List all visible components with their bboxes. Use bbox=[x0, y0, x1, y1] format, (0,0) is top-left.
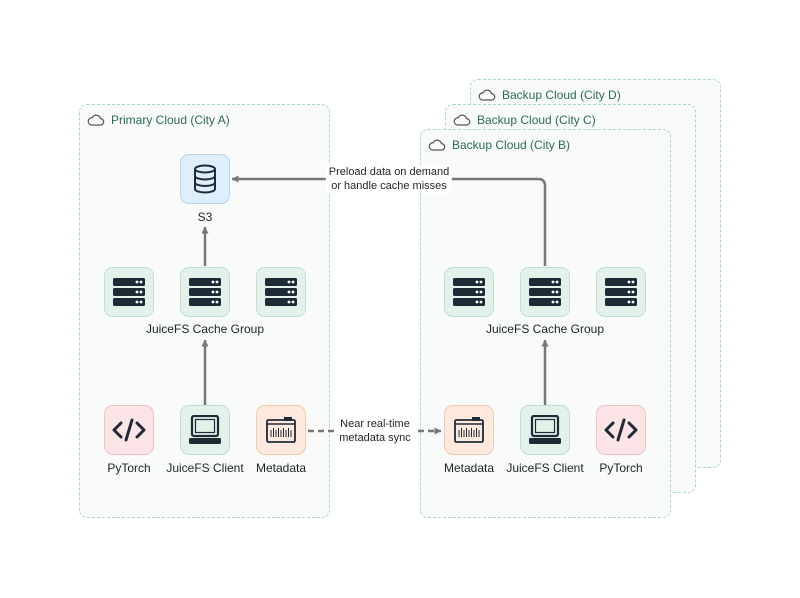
backup-cloud-city-b-label: Backup Cloud (City B) bbox=[452, 138, 571, 152]
sync-note: Near real-time metadata sync bbox=[336, 417, 414, 445]
server-rack-icon bbox=[113, 278, 145, 306]
backup-client-label: JuiceFS Client bbox=[506, 461, 584, 475]
backup-cache-node-1 bbox=[444, 267, 494, 317]
primary-metadata-node bbox=[256, 405, 306, 455]
backup-metadata-label: Metadata bbox=[443, 461, 495, 475]
backup-cache-group-label: JuiceFS Cache Group bbox=[485, 322, 605, 336]
database-icon bbox=[194, 164, 216, 194]
backup-pytorch-node bbox=[596, 405, 646, 455]
server-rack-icon bbox=[529, 278, 561, 306]
server-rack-icon bbox=[189, 278, 221, 306]
cloud-icon bbox=[453, 114, 471, 126]
backup-metadata-node bbox=[444, 405, 494, 455]
computer-icon bbox=[189, 415, 221, 444]
sync-note-line1: Near real-time bbox=[340, 418, 410, 430]
primary-cache-group-label: JuiceFS Cache Group bbox=[145, 322, 265, 336]
cloud-icon bbox=[428, 139, 446, 151]
server-rack-icon bbox=[453, 278, 485, 306]
backup-pytorch-label: PyTorch bbox=[599, 461, 643, 475]
backup-cloud-city-c-label: Backup Cloud (City C) bbox=[477, 113, 596, 127]
cloud-icon bbox=[87, 114, 105, 126]
server-rack-icon bbox=[605, 278, 637, 306]
preload-note-line2: or handle cache misses bbox=[331, 180, 447, 192]
primary-client-node bbox=[180, 405, 230, 455]
s3-node bbox=[180, 154, 230, 204]
cloud-icon bbox=[478, 89, 496, 101]
primary-pytorch-node bbox=[104, 405, 154, 455]
primary-cache-node-2 bbox=[180, 267, 230, 317]
preload-note-line1: Preload data on demand bbox=[328, 166, 450, 178]
arrow-preload-to-s3 bbox=[231, 175, 547, 266]
primary-client-label: JuiceFS Client bbox=[166, 461, 244, 475]
primary-cache-node-1 bbox=[104, 267, 154, 317]
backup-cache-node-3 bbox=[596, 267, 646, 317]
sync-note-line2: metadata sync bbox=[339, 432, 411, 444]
backup-cloud-city-b-title: Backup Cloud (City B) bbox=[428, 138, 570, 152]
primary-cloud-title: Primary Cloud (City A) bbox=[87, 113, 230, 127]
primary-cloud-label: Primary Cloud (City A) bbox=[111, 113, 230, 127]
primary-metadata-label: Metadata bbox=[255, 461, 307, 475]
s3-label: S3 bbox=[197, 210, 213, 224]
computer-icon bbox=[529, 415, 561, 444]
code-icon bbox=[604, 418, 638, 442]
primary-pytorch-label: PyTorch bbox=[107, 461, 151, 475]
backup-cloud-city-d-title: Backup Cloud (City D) bbox=[478, 88, 621, 102]
server-rack-icon bbox=[265, 278, 297, 306]
primary-cache-node-3 bbox=[256, 267, 306, 317]
metadata-icon bbox=[266, 417, 296, 443]
metadata-icon bbox=[454, 417, 484, 443]
preload-note: Preload data on demand or handle cache m… bbox=[325, 165, 453, 193]
backup-cloud-city-d-label: Backup Cloud (City D) bbox=[502, 88, 621, 102]
backup-cache-node-2 bbox=[520, 267, 570, 317]
code-icon bbox=[112, 418, 146, 442]
backup-client-node bbox=[520, 405, 570, 455]
backup-cloud-city-c-title: Backup Cloud (City C) bbox=[453, 113, 596, 127]
